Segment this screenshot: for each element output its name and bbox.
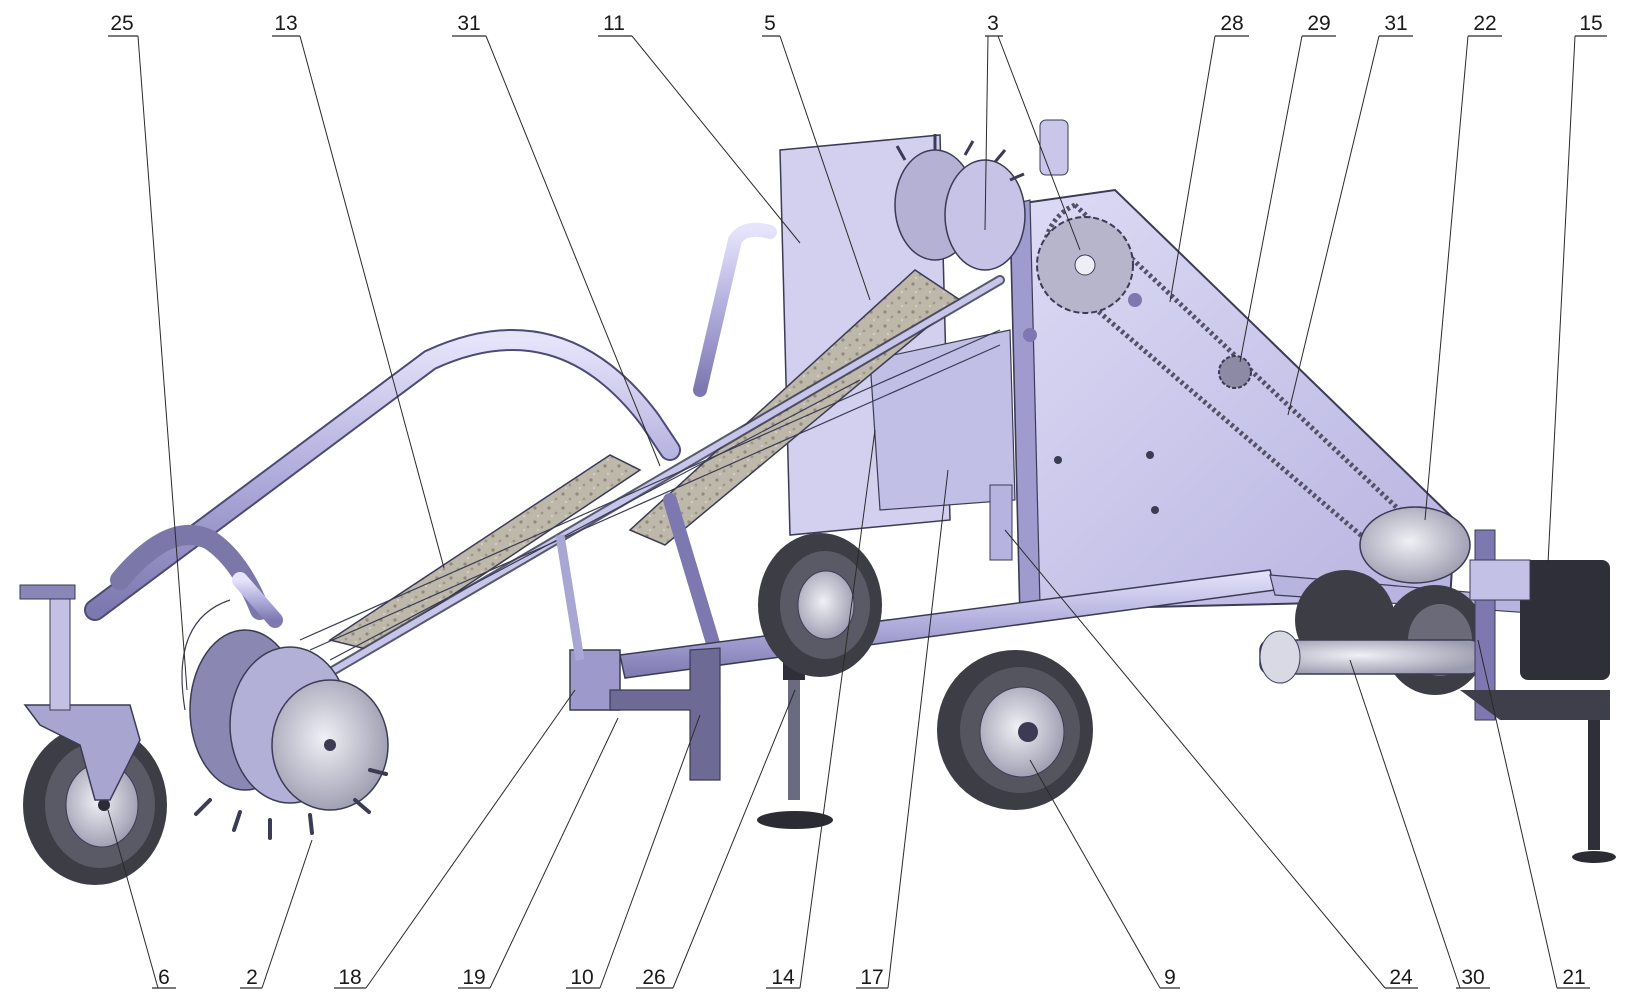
callout-22-top: 22: [1424, 12, 1502, 521]
callout-17-bottom: 17: [856, 469, 949, 989]
callout-number: 22: [1473, 12, 1496, 35]
callout-number: 28: [1220, 12, 1243, 35]
callout-number: 19: [462, 966, 485, 989]
callout-14-bottom: 14: [766, 429, 876, 989]
callout-2-bottom: 2: [240, 839, 313, 989]
callout-31-top-right: 31: [1287, 12, 1413, 416]
callout-24-bottom: 24: [1004, 529, 1418, 989]
callout-number: 14: [771, 966, 795, 989]
callout-number: 18: [338, 966, 361, 989]
callout-26-bottom: 26: [636, 689, 796, 989]
callout-number: 17: [860, 966, 883, 989]
wheel-fork: [23, 704, 141, 801]
callout-15-top: 15: [1547, 12, 1607, 564]
callout-5-top: 5: [762, 12, 871, 301]
conveyor-belt-lower: [328, 454, 642, 651]
callouts: 25 13 31 11 5 3: [107, 12, 1607, 989]
wheel-main: [937, 650, 1093, 810]
callout-3-top: 3: [984, 12, 1081, 251]
callout-number: 2: [246, 966, 258, 989]
callout-number: 31: [457, 12, 480, 35]
callout-number: 24: [1389, 966, 1413, 989]
callout-number: 3: [987, 12, 999, 35]
callout-number: 21: [1562, 966, 1585, 989]
sprocket-small: [1218, 355, 1252, 389]
gearbox: [1359, 506, 1471, 584]
callout-10-bottom: 10: [566, 714, 701, 989]
stand-foot: [757, 811, 833, 829]
callout-28-top: 28: [1169, 12, 1249, 303]
callout-29-top: 29: [1239, 12, 1336, 363]
callout-number: 29: [1307, 12, 1330, 35]
callout-number: 30: [1461, 966, 1484, 989]
callout-9-bottom: 9: [1029, 759, 1180, 989]
callout-6-bottom: 6: [107, 809, 176, 989]
callout-number: 6: [158, 966, 170, 989]
callout-number: 26: [642, 966, 665, 989]
callout-18-bottom: 18: [334, 689, 576, 989]
callout-11-top: 11: [598, 12, 801, 244]
callout-number: 13: [274, 12, 297, 35]
callout-number: 9: [1164, 966, 1176, 989]
cross-panel: [869, 329, 1016, 511]
callout-25-top: 25: [108, 12, 188, 691]
callout-19-bottom: 19: [458, 717, 619, 989]
rear-stand: [1588, 700, 1600, 850]
wheel-middle: [758, 533, 882, 677]
handle-bar: [693, 222, 777, 397]
bracket: [609, 647, 721, 781]
callout-31-top-left: 31: [452, 12, 661, 467]
strut: [663, 493, 722, 657]
callout-number: 11: [603, 12, 625, 35]
callout-number: 25: [110, 12, 133, 35]
callout-number: 10: [570, 966, 593, 989]
callout-number: 5: [764, 12, 776, 35]
tie-cables: [181, 329, 1001, 711]
callout-number: 31: [1384, 12, 1407, 35]
upright-bracket: [989, 484, 1013, 561]
jack: [49, 589, 71, 711]
callout-21-bottom: 21: [1477, 639, 1590, 989]
sprocket-hub: [1074, 254, 1096, 276]
digging-drum: [189, 629, 389, 840]
hinge-bracket: [1039, 119, 1069, 176]
callout-30-bottom: 30: [1349, 659, 1490, 989]
callout-number: 15: [1579, 12, 1602, 35]
callout-13-top: 13: [272, 12, 445, 569]
wheel-front: [23, 725, 167, 885]
machine-drawing: [19, 119, 1616, 885]
